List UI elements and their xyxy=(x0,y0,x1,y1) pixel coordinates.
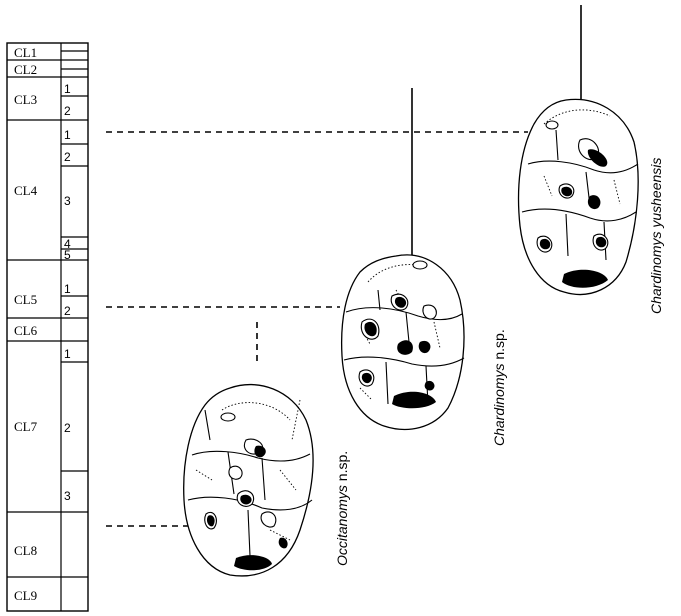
subzone-label: 2 xyxy=(64,304,71,318)
zone-label-cl3: CL3 xyxy=(14,92,37,107)
subzone-label: 1 xyxy=(64,282,71,296)
molar-drawing-chardinomys-nsp xyxy=(340,254,465,430)
molar-drawing-occitanomys xyxy=(183,383,314,577)
subzone-label: 1 xyxy=(64,82,71,96)
zone-label-cl6: CL6 xyxy=(14,323,38,338)
molar-drawing-chardinomys-yusheensis xyxy=(517,98,639,296)
subzone-label: 4 xyxy=(64,237,71,251)
column-frame xyxy=(6,42,89,612)
subzone-label: 2 xyxy=(64,150,71,164)
zone-label-cl1: CL1 xyxy=(14,45,37,60)
taxon-label-occitanomys: Occitanomys n.sp. xyxy=(334,451,350,566)
taxon-label-chardinomys-yusheensis: Chardinomys yusheensis xyxy=(648,158,664,314)
zone-label-cl5: CL5 xyxy=(14,292,37,307)
taxon-label-chardinomys-nsp: Chardinomys n.sp. xyxy=(491,329,507,446)
subzone-label: 1 xyxy=(64,128,71,142)
subzone-label: 1 xyxy=(64,347,71,361)
zone-label-cl9: CL9 xyxy=(14,588,37,603)
subzone-label: 2 xyxy=(64,104,71,118)
zone-label-cl4: CL4 xyxy=(14,183,38,198)
subzone-label: 5 xyxy=(64,248,71,262)
subzone-label: 3 xyxy=(64,489,71,503)
subzone-label: 3 xyxy=(64,194,71,208)
stratigraphic-column: CL1 CL2 CL3 CL4 CL5 CL6 CL7 CL8 CL9 1 2 … xyxy=(6,42,89,612)
subzone-label: 2 xyxy=(64,421,71,435)
zone-label-cl7: CL7 xyxy=(14,419,38,434)
zone-label-cl8: CL8 xyxy=(14,543,37,558)
zone-label-cl2: CL2 xyxy=(14,62,37,77)
